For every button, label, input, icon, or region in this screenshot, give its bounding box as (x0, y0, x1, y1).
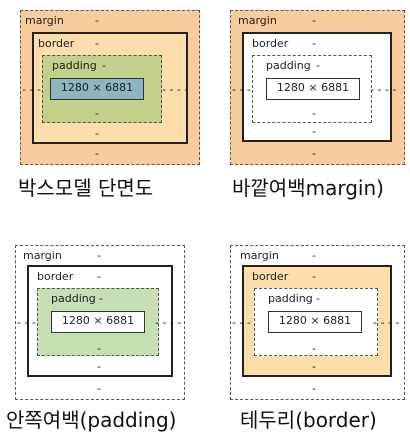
margin-bottom-value: - (95, 147, 99, 160)
border-top-value: - (97, 270, 101, 283)
padding-label-dash: - (316, 59, 320, 72)
left-dashes: - - - (17, 316, 36, 329)
content-box: 1280 × 6881 (268, 311, 362, 333)
margin-top-value: - (312, 249, 316, 262)
border-top-value: - (312, 270, 316, 283)
border-label: border (38, 37, 75, 50)
padding-bottom-value: - (97, 342, 101, 355)
left-dashes: - - - (22, 83, 41, 96)
padding-label: padding (51, 292, 96, 305)
caption-border: 테두리(border) (240, 408, 377, 432)
right-dashes: - - - - (373, 316, 400, 329)
border-bottom-value: - (312, 125, 316, 138)
padding-label-dash: - (316, 292, 320, 305)
margin-top-value: - (312, 14, 316, 27)
padding-label: padding (52, 59, 97, 72)
padding-label: padding (266, 59, 311, 72)
content-size: 1280 × 6881 (60, 81, 134, 94)
right-dashes: - - - - (162, 83, 189, 96)
content-size: 1280 × 6881 (276, 81, 350, 94)
padding-label-dash: - (99, 292, 103, 305)
content-size: 1280 × 6881 (61, 314, 135, 327)
content-box: 1280 × 6881 (50, 78, 144, 100)
margin-bottom-value: - (312, 382, 316, 395)
margin-top-value: - (97, 249, 101, 262)
border-label: border (252, 37, 289, 50)
border-panel: margin - - border - - padding - - 1280 ×… (230, 245, 410, 400)
margin-label: margin (238, 14, 277, 27)
content-box: 1280 × 6881 (266, 78, 360, 100)
border-top-value: - (95, 37, 99, 50)
border-bottom-value: - (97, 360, 101, 373)
border-label: border (37, 270, 74, 283)
border-top-value: - (312, 37, 316, 50)
padding-label-dash: - (102, 59, 106, 72)
box-model-panel: margin - - border - - padding - - 1280 ×… (20, 10, 200, 165)
content-box: 1280 × 6881 (51, 311, 145, 333)
padding-panel: margin - - border - - padding - - 1280 ×… (15, 245, 195, 400)
caption-padding: 안쪽여백(padding) (6, 408, 177, 432)
caption-margin: 바깥여백margin) (232, 176, 384, 200)
right-dashes: - - - - (155, 316, 182, 329)
margin-panel: margin - - border - - padding - - 1280 ×… (230, 10, 410, 165)
margin-label: margin (240, 249, 279, 262)
padding-bottom-value: - (312, 342, 316, 355)
padding-label: padding (268, 292, 313, 305)
padding-bottom-value: - (312, 107, 316, 120)
caption-box-model: 박스모델 단면도 (18, 176, 154, 200)
border-bottom-value: - (312, 360, 316, 373)
padding-bottom-value: - (95, 107, 99, 120)
right-dashes: - - - - (370, 83, 397, 96)
margin-label: margin (25, 14, 64, 27)
border-bottom-value: - (95, 127, 99, 140)
margin-top-value: - (95, 14, 99, 27)
content-size: 1280 × 6881 (278, 314, 352, 327)
left-dashes: - - - (232, 83, 251, 96)
margin-bottom-value: - (97, 382, 101, 395)
border-label: border (252, 270, 289, 283)
left-dashes: - - - (232, 316, 251, 329)
margin-label: margin (23, 249, 62, 262)
margin-bottom-value: - (312, 147, 316, 160)
